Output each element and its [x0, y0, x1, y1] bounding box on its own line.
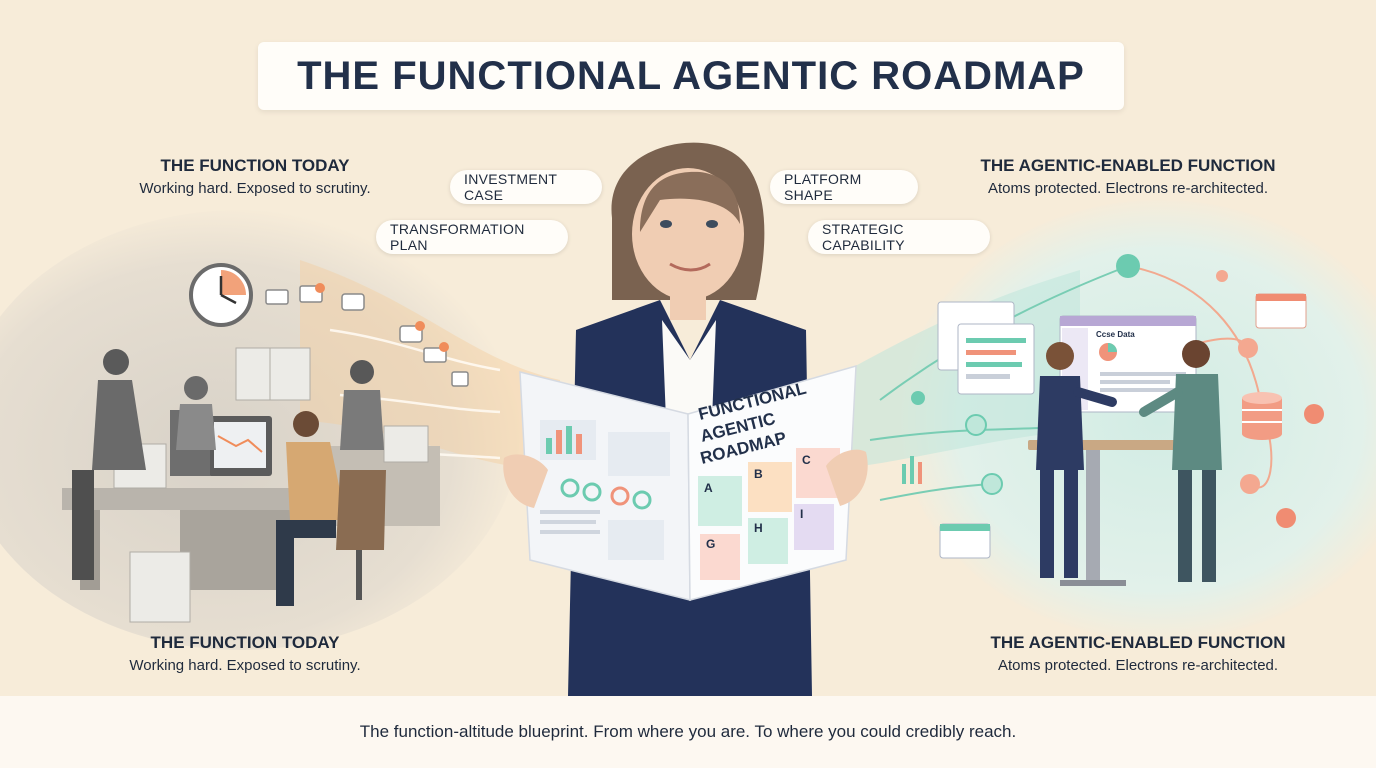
footer-bar: The function-altitude blueprint. From wh… [0, 696, 1376, 768]
notification-icons [265, 283, 469, 387]
document-tile-b: B [754, 467, 763, 481]
left-bottom-subheading: Working hard. Exposed to scrutiny. [129, 657, 361, 674]
screen-label: Ccse Data [1096, 330, 1135, 339]
page-title: THE FUNCTIONAL AGENTIC ROADMAP [297, 53, 1085, 98]
document-tile-c: C [802, 453, 811, 467]
document-tile-i: I [800, 507, 803, 521]
title-banner: THE FUNCTIONAL AGENTIC ROADMAP [258, 42, 1124, 110]
pill-platform-shape: PLATFORM SHAPE [770, 170, 918, 204]
left-bottom-heading-block: THE FUNCTION TODAY Working hard. Exposed… [100, 633, 390, 674]
pill-transformation-plan: TRANSFORMATION PLAN [376, 220, 568, 254]
database-icon [1242, 392, 1282, 440]
person-man-listening [1139, 340, 1222, 582]
roadmap-document [519, 364, 857, 601]
right-bottom-heading-block: THE AGENTIC-ENABLED FUNCTION Atoms prote… [970, 633, 1306, 674]
document-tile-a: A [704, 481, 713, 495]
left-top-heading: THE FUNCTION TODAY [160, 156, 350, 175]
hands [503, 449, 868, 508]
wall-clock-icon [189, 263, 253, 327]
document-tile-g: G [706, 537, 715, 551]
pill-investment-case: INVESTMENT CASE [450, 170, 602, 204]
right-top-heading-block: THE AGENTIC-ENABLED FUNCTION Atoms prote… [960, 156, 1296, 197]
left-bottom-heading: THE FUNCTION TODAY [150, 633, 340, 652]
office-workers [72, 349, 386, 606]
right-bottom-subheading: Atoms protected. Electrons re-architecte… [997, 657, 1279, 674]
left-top-subheading: Working hard. Exposed to scrutiny. [139, 180, 371, 197]
paper-stacks [113, 347, 429, 623]
right-top-heading: THE AGENTIC-ENABLED FUNCTION [980, 156, 1276, 175]
document-tile-h: H [754, 521, 763, 535]
left-top-heading-block: THE FUNCTION TODAY Working hard. Exposed… [110, 156, 400, 197]
right-top-subheading: Atoms protected. Electrons re-architecte… [987, 180, 1269, 197]
pill-strategic-capability: STRATEGIC CAPABILITY [808, 220, 990, 254]
footer-tagline: The function-altitude blueprint. From wh… [359, 722, 1017, 741]
left-flow-band [300, 260, 560, 470]
network-nodes [911, 254, 1324, 528]
person-woman-presenting [1036, 342, 1117, 578]
right-bottom-heading: THE AGENTIC-ENABLED FUNCTION [990, 633, 1286, 652]
